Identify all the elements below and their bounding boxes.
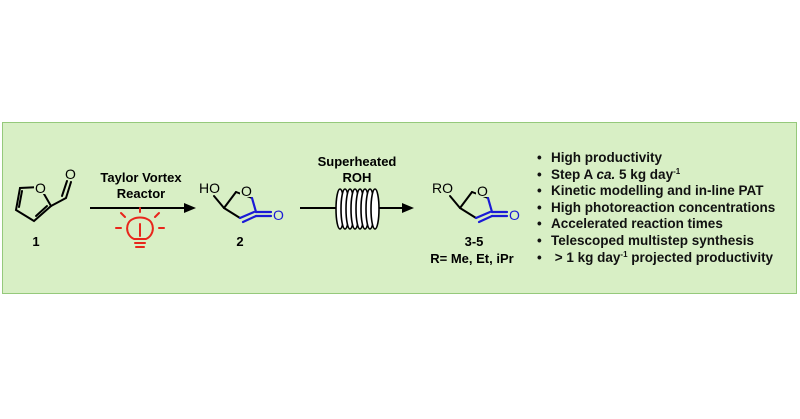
bullet-item: •Accelerated reaction times <box>537 216 723 232</box>
furan-o-atom: O <box>35 180 46 196</box>
lactone-ring-o: O <box>241 183 252 199</box>
compound-2-label: 2 <box>236 234 243 249</box>
r-group-definition: R= Me, Et, iPr <box>430 251 513 266</box>
aldehyde-o-atom: O <box>65 166 76 182</box>
coil-reactor-icon <box>335 188 380 230</box>
bullet-item: •High photoreaction concentrations <box>537 199 776 215</box>
furan-aldehyde-structure: O O <box>14 166 77 223</box>
alkoxybutenolide-structure: RO O O <box>432 180 520 224</box>
carbonyl-o: O <box>273 207 284 223</box>
compound-1-label: 1 <box>32 234 39 249</box>
arrowhead-1 <box>184 203 196 213</box>
step1-condition-line1: Taylor Vortex <box>100 170 182 185</box>
lactone-ring-o-2: O <box>477 183 488 199</box>
hydroxy-group: HO <box>199 180 220 196</box>
bullet-item: •High productivity <box>537 150 662 165</box>
arrowhead-2 <box>402 203 414 213</box>
bullet-item: •Kinetic modelling and in-line PAT <box>537 183 764 199</box>
step2-condition-line1: Superheated <box>318 154 397 169</box>
advantages-list: •High productivity •Step A ca. 5 kg day-… <box>537 150 775 266</box>
bullet-item: •Telescoped multistep synthesis <box>537 232 755 248</box>
bullet-item: •Step A ca. 5 kg day-1 <box>537 166 681 182</box>
carbonyl-o-2: O <box>509 207 520 223</box>
step2-condition-line2: ROH <box>343 170 372 185</box>
bullet-item: • > 1 kg day-1 projected productivity <box>537 249 774 265</box>
compound-3-5-label: 3-5 <box>465 234 484 249</box>
lightbulb-icon <box>115 207 165 248</box>
alkoxy-group: RO <box>432 180 453 196</box>
step1-condition-line2: Reactor <box>117 186 165 201</box>
hydroxybutenolide-structure: HO O O <box>199 180 284 224</box>
